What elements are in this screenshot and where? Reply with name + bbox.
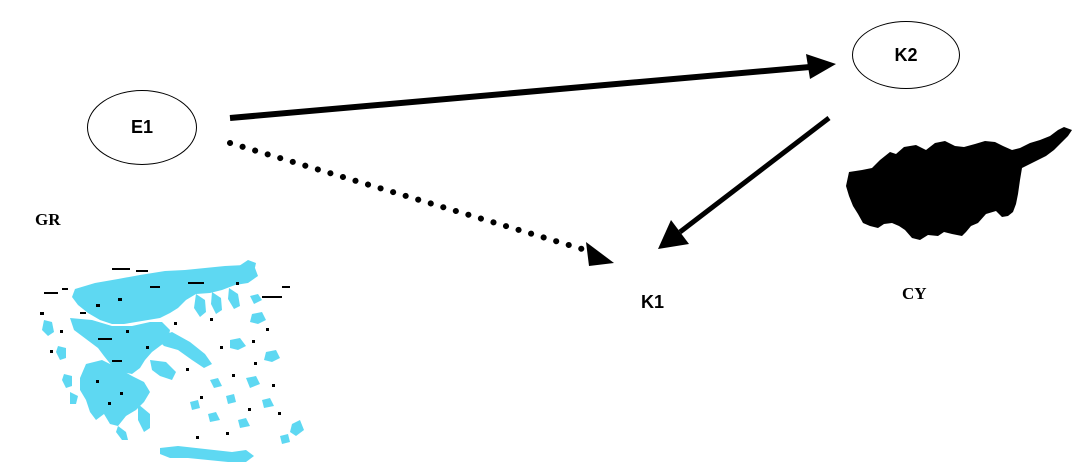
cyprus-map-icon — [846, 127, 1072, 240]
greece-map-icon — [40, 260, 304, 462]
node-k2-label: K2 — [894, 44, 918, 65]
greece-label: GR — [35, 210, 61, 229]
edge-e1-to-k1-dotted — [227, 140, 614, 266]
node-k1-label: K1 — [641, 292, 665, 312]
edge-k2-to-k1 — [658, 116, 831, 249]
node-e1: E1 — [87, 90, 197, 165]
edge-e1-to-k2 — [229, 54, 836, 121]
node-k2: K2 — [852, 21, 960, 89]
cyprus-label: CY — [902, 284, 927, 303]
node-e1-label: E1 — [130, 117, 154, 137]
